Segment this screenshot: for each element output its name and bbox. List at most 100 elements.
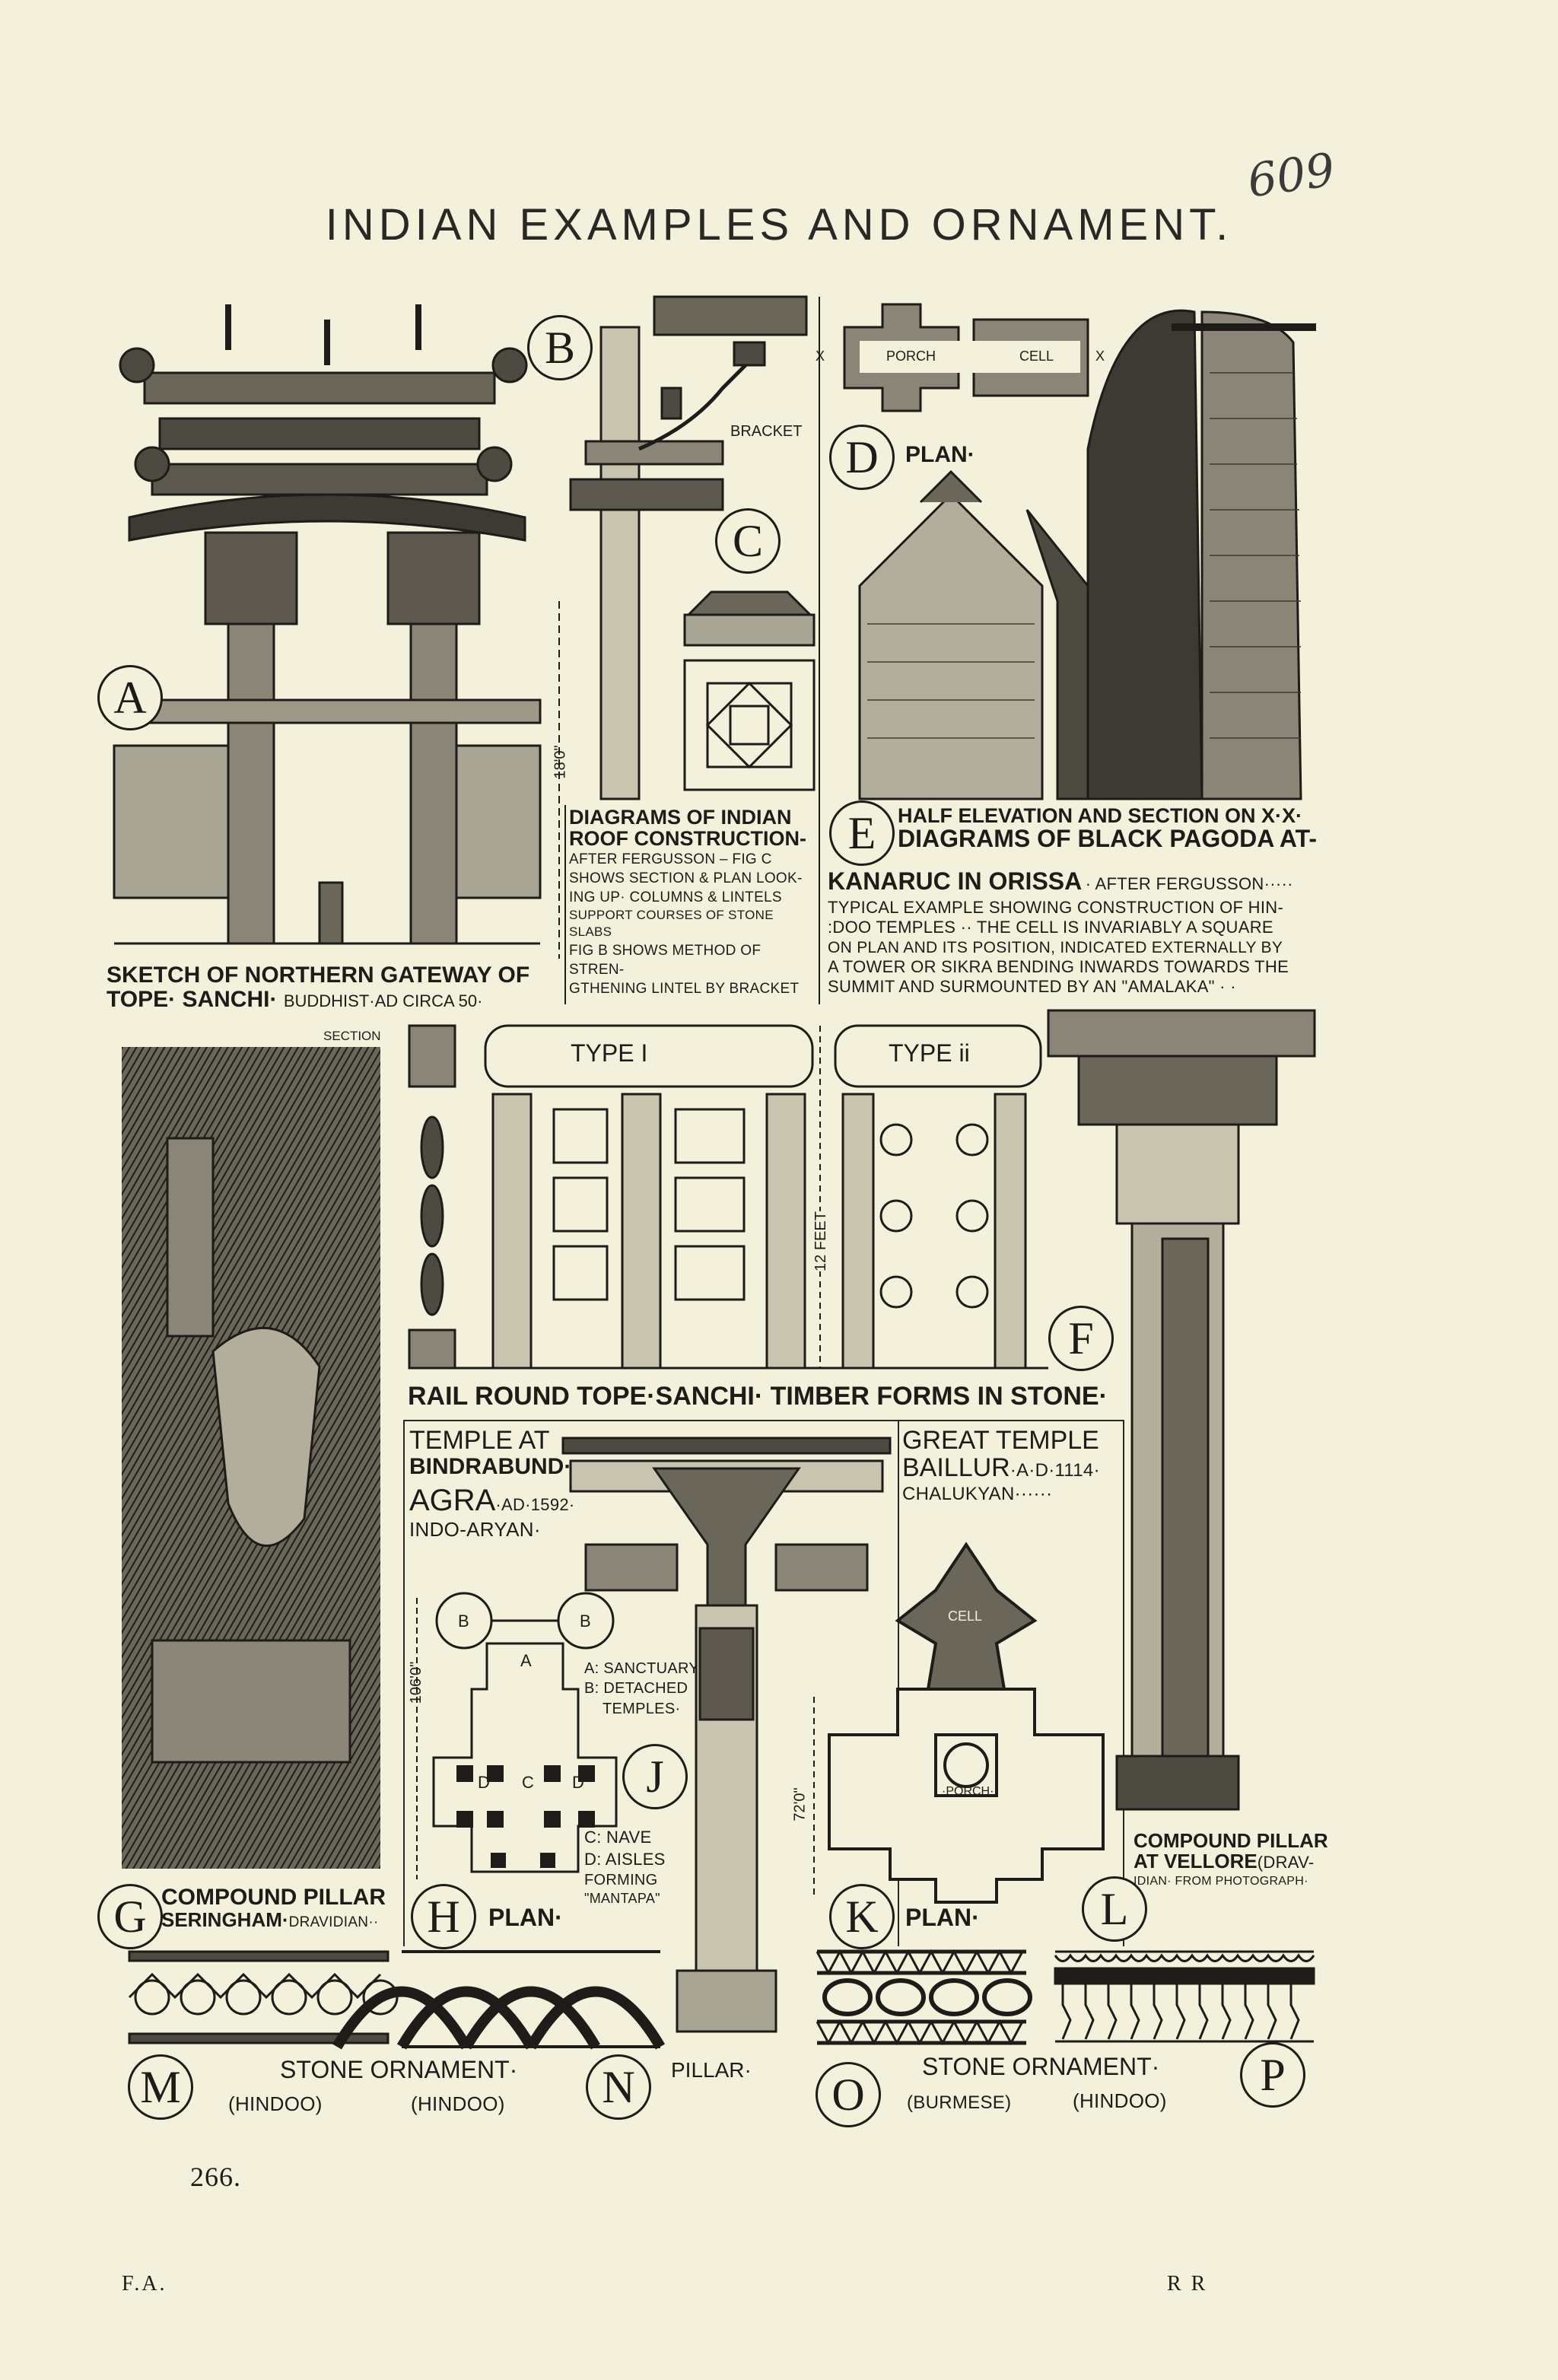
legend-item: A: SANCTUARY xyxy=(584,1660,700,1677)
pagoda-caption-line: ON PLAN AND ITS POSITION, INDICATED EXTE… xyxy=(828,938,1283,956)
figure-k-title-line1: GREAT TEMPLE xyxy=(902,1426,1099,1455)
figure-k-date: ·A·D·1114· xyxy=(1010,1459,1100,1481)
figure-l-label: L xyxy=(1082,1876,1147,1942)
legend-item: B: DETACHED xyxy=(584,1680,688,1698)
bindrabund-legend-2: C: NAVE D: AISLES FORMING "MANTAPA" xyxy=(584,1826,666,1908)
ornament-m-band xyxy=(128,1950,399,2044)
figure-l-caption: COMPOUND PILLAR AT VELLORE(DRAV- IDIAN· … xyxy=(1134,1830,1377,1889)
pagoda-caption-body: TYPICAL EXAMPLE SHOWING CONSTRUCTION OF … xyxy=(828,898,1368,998)
bc-panel-left-rule xyxy=(564,805,566,1004)
baillur-plan-label: PLAN· xyxy=(905,1904,980,1931)
rail-section-label: SECTION xyxy=(323,1029,381,1043)
roof-caption-title: DIAGRAMS OF INDIAN ROOF CONSTRUCTION- xyxy=(569,806,806,851)
legend-item: TEMPLES· xyxy=(603,1700,681,1717)
figure-l-caption-line2: AT VELLORE xyxy=(1134,1850,1258,1873)
pagoda-caption-title-2: DIAGRAMS OF BLACK PAGODA AT- xyxy=(898,825,1318,853)
plan-letter-a: A xyxy=(520,1651,532,1670)
figure-g-caption: COMPOUND PILLAR SERINGHAM·DRAVIDIAN·· xyxy=(161,1885,405,1932)
pagoda-caption-line: :DOO TEMPLES ·· THE CELL IS INVARIABLY A… xyxy=(828,918,1273,937)
plan-porch-label: PORCH xyxy=(886,348,936,364)
roof-construction-drawing xyxy=(683,590,816,791)
rail-height-dimension: 12 FEET xyxy=(812,1211,830,1271)
plate-title: INDIAN EXAMPLES AND ORNAMENT. xyxy=(325,200,1233,250)
black-pagoda-elevation-drawing xyxy=(858,309,1316,800)
bindrabund-plan-label: PLAN· xyxy=(488,1904,563,1931)
section-mark-right: X xyxy=(1095,348,1105,364)
gateway-dimension-line xyxy=(558,601,560,959)
ornament-p-label: P xyxy=(1240,2042,1305,2108)
figure-h-title-line2: BINDRABUND· xyxy=(409,1453,572,1479)
figure-a-caption-main: SKETCH OF NORTHERN GATEWAY OF xyxy=(107,963,530,988)
figure-h-label: H xyxy=(411,1884,476,1949)
figure-d-label: D xyxy=(829,425,895,490)
seringham-pillar-drawing xyxy=(122,1047,380,1869)
figure-h-frame xyxy=(403,1420,899,1946)
legend-item: "MANTAPA" xyxy=(584,1891,660,1907)
baillur-cell-label: CELL xyxy=(948,1608,983,1624)
figure-k-title-line2: BAILLUR xyxy=(902,1452,1010,1482)
roof-caption-line: ING UP· COLUMNS & LINTELS xyxy=(569,889,782,905)
plan-letter-b-left: B xyxy=(458,1612,469,1631)
figure-l-caption-line2-row: AT VELLORE(DRAV- xyxy=(1134,1851,1377,1873)
black-pagoda-caption: HALF ELEVATION AND SECTION ON X·X· DIAGR… xyxy=(898,805,1369,852)
figure-h-title-line3: AGRA xyxy=(409,1484,496,1518)
figure-k-title: GREAT TEMPLE BAILLUR·A·D·1114· CHALUKYAN… xyxy=(902,1427,1130,1507)
figure-a-label: A xyxy=(97,665,163,730)
ornament-p-band xyxy=(1054,1950,1315,2043)
plan-letter-b-right: B xyxy=(580,1612,591,1631)
roof-caption-line: AFTER FERGUSSON – FIG C xyxy=(569,851,772,867)
roof-caption-line: GTHENING LINTEL BY BRACKET xyxy=(569,980,800,997)
figure-k-frame xyxy=(896,1420,1124,1946)
signature-mark-left: F.A. xyxy=(122,2272,167,2296)
ornament-m-style: (HINDOO) xyxy=(228,2092,323,2115)
figure-e-label: E xyxy=(829,800,895,866)
pagoda-caption-after: · AFTER FERGUSSON····· xyxy=(1085,874,1293,893)
figure-a-caption: SKETCH OF NORTHERN GATEWAY OF TOPE· SANC… xyxy=(107,963,563,1011)
roof-construction-caption: DIAGRAMS OF INDIAN ROOF CONSTRUCTION- AF… xyxy=(569,807,817,998)
ornament-n-style: (HINDOO) xyxy=(411,2092,505,2115)
figure-b-label: B xyxy=(527,315,593,380)
bracket-column-drawing xyxy=(569,295,808,800)
handwritten-page-number: 609 xyxy=(1244,143,1338,208)
legend-item: D: AISLES xyxy=(584,1850,666,1869)
pagoda-caption-line: TYPICAL EXAMPLE SHOWING CONSTRUCTION OF … xyxy=(828,898,1284,917)
pillar-label: PILLAR· xyxy=(671,2058,752,2082)
ornament-n-label: N xyxy=(586,2054,651,2120)
bindrabund-dimension: 106'0" xyxy=(408,1661,425,1704)
legend-item: C: NAVE xyxy=(584,1828,652,1847)
legend-item: FORMING xyxy=(584,1872,658,1889)
pagoda-plan-label: PLAN· xyxy=(905,442,975,467)
pagoda-caption-line3: KANARUC IN ORISSA · AFTER FERGUSSON····· xyxy=(828,867,1368,895)
pagoda-plan-drawing xyxy=(843,303,1089,412)
ornament-m-label: M xyxy=(128,2054,193,2120)
figure-h-title: TEMPLE AT BINDRABUND· AGRA·AD·1592· INDO… xyxy=(409,1426,574,1543)
ornament-o-style: (BURMESE) xyxy=(907,2092,1012,2113)
roof-caption-line: SUPPORT COURSES OF STONE SLABS xyxy=(569,907,774,940)
figure-g-caption-line1: COMPOUND PILLAR xyxy=(161,1885,386,1910)
bc-panel-divider xyxy=(819,297,820,1004)
figure-l-caption-small: (DRAV- xyxy=(1257,1853,1315,1873)
figure-h-date-row: AGRA·AD·1592· xyxy=(409,1484,574,1518)
bindrabund-plan-drawing xyxy=(416,1592,618,1879)
stone-ornament-left-label: STONE ORNAMENT· xyxy=(280,2056,518,2083)
section-mark-left: X xyxy=(816,348,825,364)
ornament-n-band xyxy=(332,1950,666,2050)
ornament-o-label: O xyxy=(816,2062,881,2127)
figure-g-label: G xyxy=(97,1884,163,1949)
rail-type-2-label: TYPE ii xyxy=(889,1039,970,1067)
bindrabund-pillar-drawing xyxy=(561,1437,892,2033)
figure-g-caption-line2-row: SERINGHAM·DRAVIDIAN·· xyxy=(161,1908,405,1932)
pagoda-caption-line: SUMMIT AND SURMOUNTED BY AN "AMALAKA" · … xyxy=(828,977,1236,997)
figure-h-style: INDO-ARYAN· xyxy=(409,1518,541,1542)
bracket-label: BRACKET xyxy=(730,423,803,440)
figure-g-caption-line2: SERINGHAM· xyxy=(161,1908,289,1931)
figure-j-label: J xyxy=(622,1744,688,1809)
ornament-o-band xyxy=(816,1949,1032,2046)
rail-type-1-label: TYPE i xyxy=(571,1039,648,1067)
figure-h-date: ·AD·1592· xyxy=(495,1495,575,1515)
pagoda-caption-title-3: KANARUC IN ORISSA xyxy=(828,867,1083,895)
signature-mark-right: R R xyxy=(1167,2272,1208,2296)
figure-h-title-line1: TEMPLE AT xyxy=(409,1426,550,1455)
plan-letter-c: C xyxy=(522,1773,534,1792)
figure-a-caption-line2: TOPE· SANCHI· xyxy=(107,986,278,1012)
